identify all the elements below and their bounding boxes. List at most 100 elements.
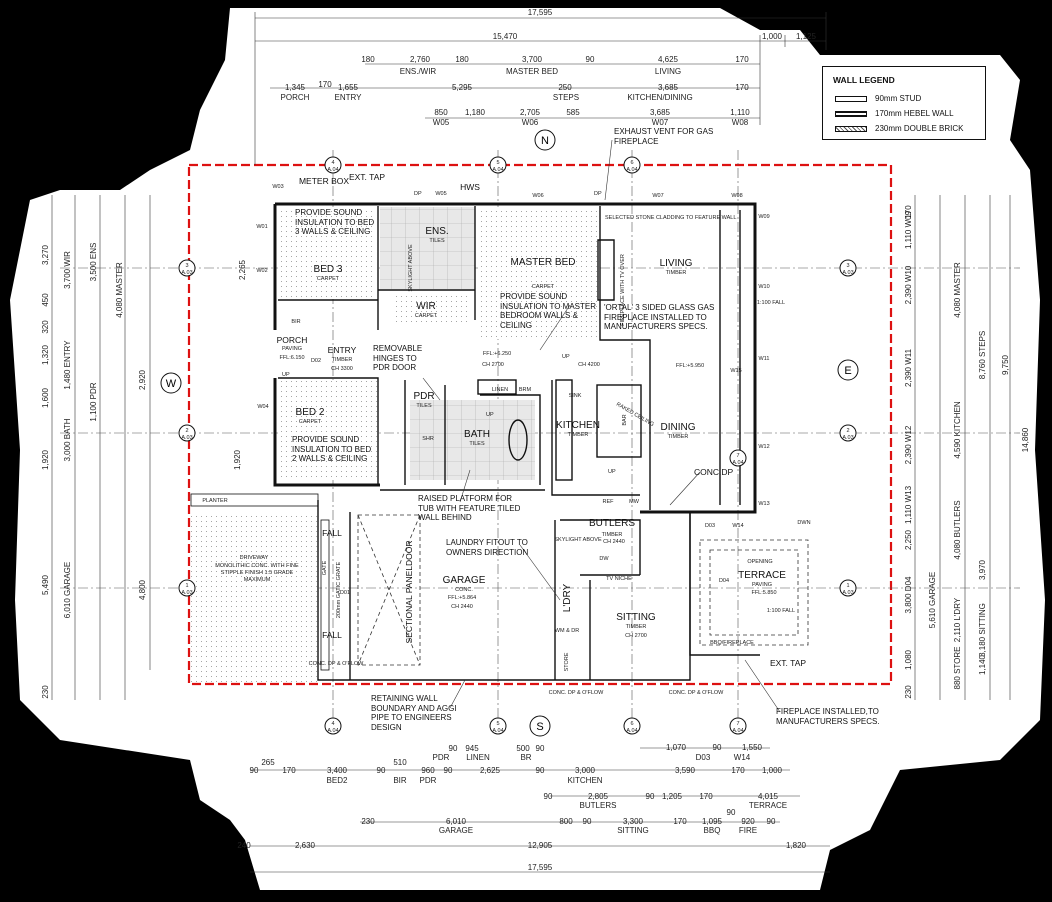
dim-250: 250 xyxy=(558,83,572,92)
dim-r-w09: 1,110 W09 xyxy=(904,210,913,249)
dim-l-450: 450 xyxy=(41,293,50,307)
room-terrace: TERRACE xyxy=(738,570,786,581)
room-butlers: BUTLERS xyxy=(589,518,635,529)
label-garage: GARAGE xyxy=(439,826,473,835)
room-labels: BED 3 CARPET ENS. TILES MASTER BED CARPE… xyxy=(202,226,786,671)
dim-4015: 4,015 xyxy=(758,792,779,801)
level-ffl-6150: FFL:6.150 xyxy=(279,355,304,361)
dim-r-butlers: 4,080 BUTLERS xyxy=(953,500,962,559)
dim-r-1140: 1,140 xyxy=(978,654,987,675)
room-porch: PORCH xyxy=(277,335,308,345)
note-skylight: SKYLIGHT ABOVE xyxy=(408,244,414,292)
dim-3300: 3,300 xyxy=(623,817,644,826)
note-opening: OPENING xyxy=(747,559,772,565)
dim-b170b: 170 xyxy=(731,766,745,775)
compass-east-marker: E xyxy=(837,359,859,381)
dim-2705: 2,705 xyxy=(520,108,541,117)
tag-w08: W08 xyxy=(731,193,742,199)
dim-500: 500 xyxy=(516,744,530,753)
tag-d01: D01 xyxy=(340,590,350,596)
dim-1655: 1,655 xyxy=(338,83,359,92)
label-fire: FIRE xyxy=(739,826,757,835)
room-master: MASTER BED xyxy=(510,257,575,268)
label-butlers: BUTLERS xyxy=(580,801,617,810)
note-sound-master-box: PROVIDE SOUND INSULATION TO MASTER BEDRO… xyxy=(500,292,596,330)
dim-r-garage: 5,610 GARAGE xyxy=(928,572,937,628)
dim-265: 265 xyxy=(261,758,275,767)
svg-text:A.03: A.03 xyxy=(181,435,192,441)
dim-l-pdr: 1,100 PDR xyxy=(89,382,98,421)
dim-850: 850 xyxy=(434,108,448,117)
room-entry-floor: TIMBER xyxy=(332,357,353,363)
note-meter: METER BOX xyxy=(299,176,349,186)
tag-d03: D03 xyxy=(705,523,715,529)
tag-w03: W03 xyxy=(272,184,283,190)
svg-text:2: 2 xyxy=(185,428,188,434)
label-entry: ENTRY xyxy=(335,93,363,102)
dim-6010: 6,010 xyxy=(446,817,467,826)
dim-overall-bottom: 17,595 xyxy=(528,863,553,872)
dim-15470: 15,470 xyxy=(493,32,518,41)
tag-w11: W11 xyxy=(759,356,770,362)
dim-510: 510 xyxy=(393,758,407,767)
wall-legend: WALL LEGEND 90mm STUD 170mm HEBEL WALL 2… xyxy=(822,66,986,140)
svg-text:A.04: A.04 xyxy=(732,460,743,466)
dim-b90b: 90 xyxy=(377,766,386,775)
label-master-bed: MASTER BED xyxy=(506,67,558,76)
legend-row-brick: 230mm DOUBLE BRICK xyxy=(835,124,963,133)
svg-text:A.04: A.04 xyxy=(626,167,637,173)
label-steps: STEPS xyxy=(553,93,579,102)
dim-1000: 1,000 xyxy=(762,32,783,41)
section-6-top: 6A.04 xyxy=(623,156,641,174)
label-w07: W07 xyxy=(652,118,669,127)
section-5-top: 5A.04 xyxy=(489,156,507,174)
legend-swatch-brick xyxy=(835,125,867,132)
dim-r-14860: 14,860 xyxy=(1021,427,1030,452)
dim-r-d04: 3,800 D04 xyxy=(904,576,913,613)
section-4-bottom: 4A.04 xyxy=(324,717,342,735)
dim-1205: 1,205 xyxy=(662,792,683,801)
note-up2: UP xyxy=(486,412,494,418)
room-tv-niche: TV NICHE xyxy=(606,576,632,582)
compass-north-marker: N xyxy=(534,129,556,151)
svg-text:4: 4 xyxy=(331,721,334,727)
room-dining-floor: TIMBER xyxy=(668,434,689,440)
window-tags: W01 W02 W03 W04 W05 W06 W07 W08 W09 W10 … xyxy=(256,184,769,596)
section-7-bottom: 7A.04 xyxy=(729,717,747,735)
dim-l-230: 230 xyxy=(41,685,50,699)
room-bed3: BED 3 xyxy=(314,264,343,275)
dim-90: 90 xyxy=(586,55,595,64)
legend-label-hebel: 170mm HEBEL WALL xyxy=(875,109,954,118)
room-dw: DW xyxy=(599,556,609,562)
svg-text:A.03: A.03 xyxy=(842,270,853,276)
note-skylight2: SKYLIGHT ABOVE xyxy=(554,537,602,543)
label-d03: D03 xyxy=(696,753,711,762)
note-ext-tap2: EXT. TAP xyxy=(770,658,806,668)
room-bed2: BED 2 xyxy=(296,407,325,418)
dim-2805: 2,805 xyxy=(588,792,609,801)
note-platform: RAISED PLATFORM FOR TUB WITH FEATURE TIL… xyxy=(418,494,521,522)
master-floor-hatch xyxy=(478,207,600,339)
section-1-left: 1A.03 xyxy=(178,579,196,597)
dim-1820: 1,820 xyxy=(786,841,807,850)
ensuite-tiles xyxy=(380,207,475,289)
note-fireplace: FIREPLACE INSTALLED,TO MANUFACTURERS SPE… xyxy=(776,707,880,726)
note-fall2: FALL xyxy=(322,630,342,640)
dim-180a: 180 xyxy=(361,55,375,64)
section-2-right: 2A.03 xyxy=(839,424,857,442)
dim-d230: 230 xyxy=(361,817,375,826)
note-dp2: DP xyxy=(594,191,602,197)
planter-box xyxy=(190,493,319,507)
dim-l-bath: 3,000 BATH xyxy=(63,418,72,461)
dim-r-w12: 2,390 W12 xyxy=(904,425,913,464)
terrace-inner xyxy=(709,549,799,636)
room-ldry: L'DRY xyxy=(562,583,573,612)
tag-w14: W14 xyxy=(732,523,743,529)
svg-text:2: 2 xyxy=(846,428,849,434)
note-ext-tap: EXT. TAP xyxy=(349,172,385,182)
driveway-stipple xyxy=(191,512,319,682)
dim-3685b: 3,685 xyxy=(650,108,671,117)
dim-b1000: 1,000 xyxy=(762,766,783,775)
dim-170: 170 xyxy=(735,55,749,64)
dim-r-kitchen: 4,590 KITCHEN xyxy=(953,401,962,459)
